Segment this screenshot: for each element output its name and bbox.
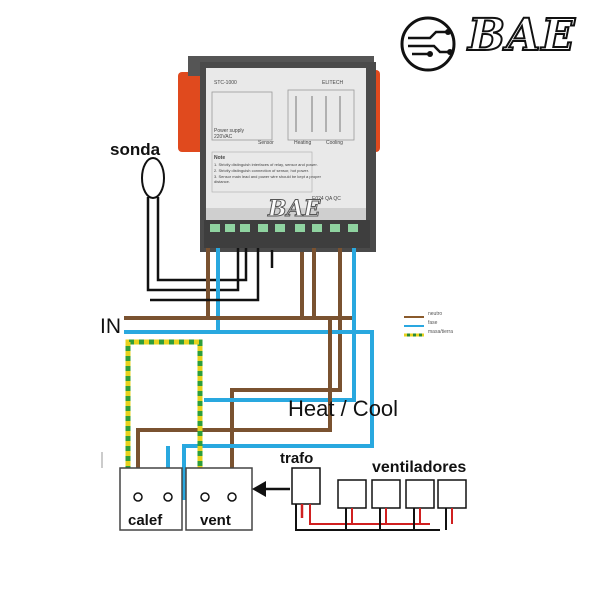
legend-neutro: neutro — [428, 311, 443, 317]
fan-wires — [345, 508, 453, 530]
legend-masa-tierra: masa/tierra — [428, 329, 454, 335]
logo-text: BAE — [467, 9, 576, 62]
ventiladores-fans — [337, 479, 467, 509]
controller-code: E024 QA QC — [312, 196, 341, 202]
heat-cool-label: Heat / Cool — [288, 396, 399, 421]
ground-wire — [125, 339, 203, 478]
load-boxes — [101, 452, 253, 531]
note-line: 2. Strictly distinguish connection of se… — [214, 168, 309, 173]
calef-label: calef — [128, 512, 163, 529]
note-line: 1. Strictly distinguish interfaces of re… — [214, 162, 318, 167]
legend-fase: fase — [428, 320, 438, 326]
ventiladores-label: ventiladores — [372, 459, 467, 476]
trafo-transformer — [291, 467, 440, 531]
vent-label: vent — [200, 512, 231, 529]
sonda-probe — [141, 157, 248, 292]
stc-1000-controller — [178, 56, 380, 252]
terminal-heating-label: Heating — [294, 140, 312, 146]
controller-brand: ELITECH — [322, 80, 344, 86]
sonda-label: sonda — [110, 140, 161, 159]
terminal-cooling-label: Cooling — [326, 140, 343, 146]
in-label: IN — [100, 315, 121, 338]
controller-model: STC-1000 — [214, 80, 237, 86]
logo-circuit-icon — [400, 16, 456, 72]
note-title: Note — [214, 155, 226, 161]
note-line: 3. Sensor main lead and power wire shoul… — [214, 174, 321, 184]
terminal-sensor-label: Sensor — [258, 140, 274, 146]
arrow-icon — [252, 481, 290, 497]
terminal-power-label: Power supply 220VAC — [214, 128, 245, 140]
legend — [404, 316, 424, 337]
trafo-label: trafo — [280, 450, 314, 467]
watermark-logo: BAE — [267, 196, 321, 223]
